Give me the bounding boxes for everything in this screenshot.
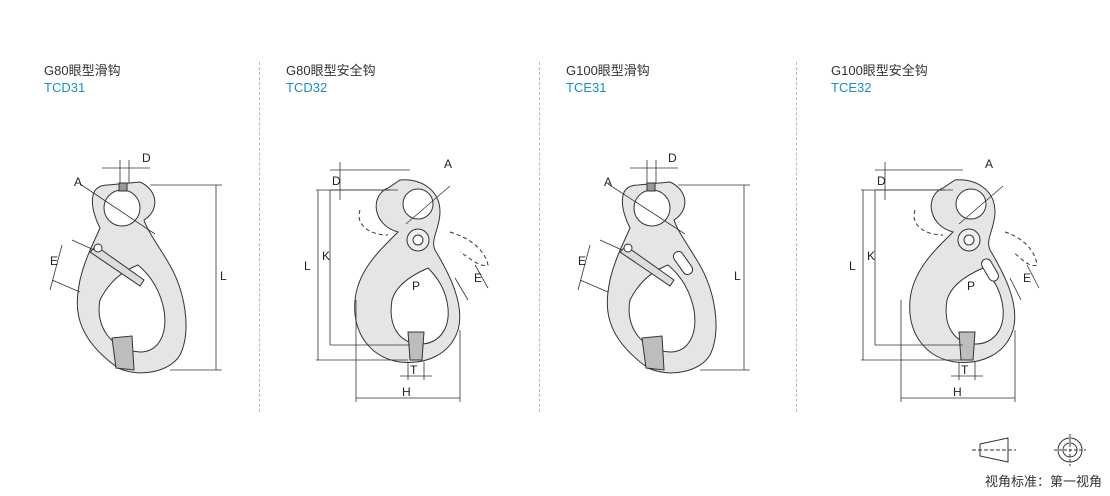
dim-l-label: L (734, 269, 741, 283)
panel-divider (796, 62, 797, 412)
dim-e-label: E (578, 254, 586, 268)
panel-divider (259, 62, 260, 412)
dim-t-label: T (961, 363, 969, 377)
dim-d-label: D (142, 151, 151, 165)
dim-l-label: L (220, 269, 227, 283)
dim-h-label: H (953, 385, 962, 399)
panel-header-tcd31: G80眼型滑钩 TCD31 (44, 62, 121, 96)
panel-title: G100眼型安全钩 (831, 63, 928, 78)
dim-e-label: E (1023, 271, 1031, 285)
dim-a-label: A (985, 157, 993, 171)
dim-e-label: E (50, 254, 58, 268)
view-standard-label: 视角标准：第一视角 (984, 474, 1102, 489)
dim-h-label: H (402, 385, 411, 399)
dim-l-label: L (849, 259, 856, 273)
hook-drawing-tce31: D A L E (577, 151, 750, 374)
dim-a-label: A (604, 175, 612, 189)
dim-d-label: D (668, 151, 677, 165)
dim-p-label: P (412, 279, 420, 293)
panel-header-tce31: G100眼型滑钩 TCE31 (566, 62, 650, 96)
dim-a-label: A (74, 175, 82, 189)
dim-d-label: D (877, 174, 886, 188)
dim-k-label: K (867, 249, 875, 263)
projection-symbol-icon (972, 434, 1086, 466)
panel-divider (539, 62, 540, 412)
panel-header-tcd32: G80眼型安全钩 TCD32 (286, 62, 376, 96)
dim-e-label: E (474, 271, 482, 285)
hook-drawing-tce32: A D K L P E T H (849, 157, 1040, 402)
panel-title: G80眼型滑钩 (44, 63, 121, 78)
panel-code: TCE31 (566, 80, 607, 95)
dim-d-label: D (332, 174, 341, 188)
panel-header-tce32: G100眼型安全钩 TCE32 (831, 62, 928, 96)
panel-code: TCE32 (831, 80, 872, 95)
dim-p-label: P (967, 279, 975, 293)
hook-drawing-tcd31: D A L E (49, 151, 227, 374)
panel-title: G80眼型安全钩 (286, 63, 376, 78)
panel-title: G100眼型滑钩 (566, 63, 650, 78)
panel-code: TCD32 (286, 80, 328, 95)
dim-a-label: A (444, 157, 452, 171)
dim-l-label: L (304, 259, 311, 273)
panel-code: TCD31 (44, 80, 86, 95)
dim-k-label: K (322, 249, 330, 263)
hook-drawing-tcd32: A D K L P E T H (304, 157, 489, 402)
dim-t-label: T (410, 363, 418, 377)
